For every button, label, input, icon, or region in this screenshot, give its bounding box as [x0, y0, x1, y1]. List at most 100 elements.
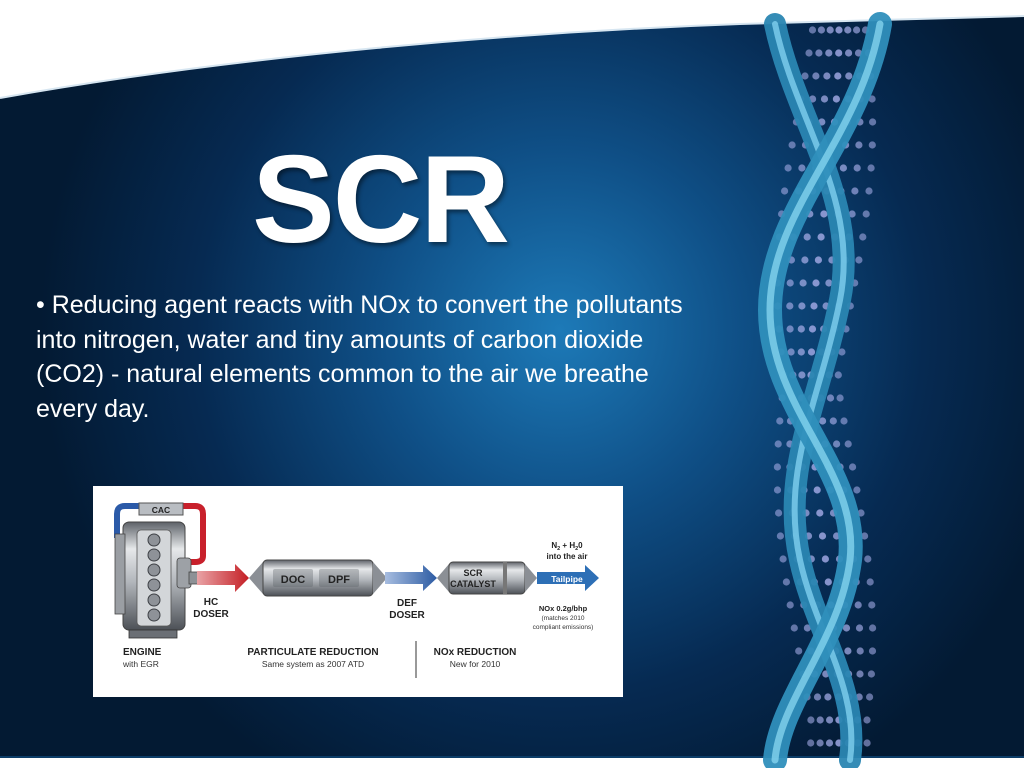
cac-cooler [138, 502, 184, 516]
dna-rung-bead [825, 49, 833, 57]
dna-rung-bead [835, 26, 843, 34]
def-doser-label-1: DEF [397, 598, 417, 609]
dna-rung-bead [797, 325, 805, 333]
dna-rung-bead [848, 210, 856, 218]
dna-rung-bead [849, 463, 857, 471]
dna-rung-bead [867, 164, 875, 172]
slide-title: SCR [252, 131, 510, 269]
dna-rung-bead [826, 716, 834, 724]
dna-rung-bead [782, 578, 791, 586]
dna-rung-bead [799, 279, 807, 287]
dna-rung-bead [862, 210, 870, 218]
dna-rung-bead [835, 49, 843, 57]
dna-rung-bead [854, 49, 863, 57]
dna-rung-bead [776, 417, 784, 425]
dna-rung-bead [803, 624, 812, 632]
dna-rung-bead [790, 624, 798, 632]
dna-rung-bead [818, 532, 827, 540]
def-doser-arrow [385, 565, 437, 591]
dna-rung-bead [798, 302, 806, 310]
dna-rung-bead [832, 95, 841, 103]
scr-label-1: SCR [463, 568, 483, 578]
dna-rung-bead [786, 302, 794, 310]
dna-rung-bead [855, 256, 863, 264]
dna-rung-bead [844, 440, 852, 448]
dna-rung-bead [816, 509, 824, 517]
dna-rung-bead [813, 693, 822, 701]
dna-rung-bead [816, 716, 824, 724]
dna-rung-bead [834, 72, 842, 80]
dna-rung-bead [868, 141, 876, 149]
engine-cylinder [147, 563, 161, 577]
dna-rung-bead [779, 555, 787, 563]
dna-rung-bead [786, 279, 794, 287]
dna-rung-bead [855, 141, 863, 149]
dna-rung-bead [786, 601, 794, 609]
dna-rung-bead [814, 256, 823, 264]
dna-rung-bead [834, 371, 842, 379]
dna-rung-bead [824, 693, 832, 701]
nox-note-2: compliant emissions) [533, 624, 594, 631]
dna-rung-bead [845, 72, 853, 80]
dna-rung-bead [787, 348, 795, 356]
dna-rung-bead [820, 210, 828, 218]
dna-rung-bead [836, 394, 844, 402]
dna-rung-bead [784, 164, 792, 172]
particulate-subtitle: Same system as 2007 ATD [262, 659, 364, 669]
nox-reduction-subtitle: New for 2010 [450, 659, 501, 669]
hc-doser-label-2: DOSER [193, 609, 229, 620]
dna-rung-bead [855, 624, 864, 632]
scr-catalyst-canister [437, 561, 537, 595]
dna-rung-bead [853, 486, 861, 494]
doc-dpf-canister [249, 559, 387, 597]
slide-bullet-text: • Reducing agent reacts with NOx to conv… [36, 291, 683, 423]
dna-rung-bead [808, 325, 817, 333]
dna-rung-bead [842, 624, 851, 632]
dna-rung-bead [817, 26, 826, 34]
dna-rung-bead [824, 578, 832, 586]
dna-rung-bead [864, 555, 872, 563]
dna-rung-bead [819, 417, 827, 425]
nox-value-label: NOx 0.2g/bhp [539, 604, 588, 613]
dna-rung-bead [808, 26, 817, 34]
dna-rung-bead [853, 26, 861, 34]
dna-rung-bead [812, 279, 820, 287]
dna-rung-bead [803, 233, 811, 241]
dna-rung-bead [840, 417, 848, 425]
dna-rung-bead [863, 739, 871, 747]
dna-rung-bead [859, 233, 867, 241]
dna-rung-bead [868, 647, 877, 655]
cac-label: CAC [152, 505, 170, 515]
def-doser-label-2: DOSER [389, 610, 425, 621]
dna-rung-bead [795, 647, 803, 655]
dna-rung-bead [833, 440, 841, 448]
dna-rung-bead [798, 164, 806, 172]
doc-label: DOC [281, 574, 306, 586]
dna-rung-bead [807, 739, 815, 747]
exhaust-system-illustration: CAC HC DOSER [114, 502, 599, 678]
dna-rung-bead [844, 647, 852, 655]
dna-rung-bead [823, 72, 831, 80]
hc-doser-arrow [197, 564, 249, 592]
dna-rung-bead [817, 233, 825, 241]
dna-rung-bead [869, 118, 877, 126]
dna-rung-bead [801, 256, 809, 264]
dna-rung-bead [810, 302, 818, 310]
dna-rung-bead [861, 532, 869, 540]
engine-cylinder [147, 608, 161, 622]
output-gases-line2: into the air [547, 552, 588, 561]
dna-rung-bead [821, 555, 830, 563]
output-gases-label: N2 + H20 [551, 541, 583, 552]
dna-rung-bead [815, 49, 823, 57]
engine-cylinder [147, 548, 161, 562]
dna-rung-bead [801, 72, 809, 80]
dna-rung-bead [869, 624, 877, 632]
dna-rung-bead [838, 348, 846, 356]
dna-rung-bead [776, 532, 785, 540]
engine-title: ENGINE [123, 647, 162, 658]
dna-rung-bead [820, 95, 829, 103]
dna-rung-bead [845, 49, 853, 57]
tailpipe-arrow [537, 565, 599, 591]
scr-label-2: CATALYST [450, 579, 496, 589]
